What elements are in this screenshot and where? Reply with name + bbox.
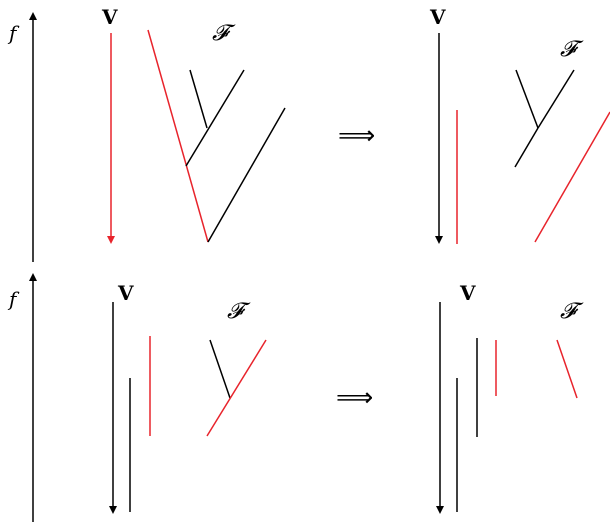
f-label-bottom: f <box>7 287 20 311</box>
v-label-bottom-right: V <box>459 281 476 305</box>
v-label-top-right: V <box>429 5 446 29</box>
red-diagonal-top-right <box>534 111 610 243</box>
tree-root-branch <box>207 107 286 243</box>
implies-arrow-bottom: ⟹ <box>336 383 373 413</box>
v-label-bottom-left: V <box>117 281 134 305</box>
y-fork-black-bottom <box>209 339 231 399</box>
red-diagonal-bottom-left <box>206 339 267 437</box>
red-diagonal-bottom-right <box>556 339 578 399</box>
tree-red-branch <box>147 29 209 243</box>
implies-arrow-top: ⟹ <box>338 121 375 151</box>
tree-small-branch <box>189 69 208 129</box>
top-row: f V 𝓕 ⟹ V 𝓕 <box>7 5 610 262</box>
bottom-row: f V 𝓕 ⟹ V 𝓕 <box>7 273 584 522</box>
tree-mid-branch <box>185 69 245 167</box>
y-fork-left <box>515 69 539 129</box>
y-fork-right <box>537 69 575 129</box>
f-script-label-top-right: 𝓕 <box>560 37 584 62</box>
y-stem <box>514 127 539 168</box>
f-script-label-bottom-right: 𝓕 <box>560 299 584 324</box>
f-script-label-bottom-left: 𝓕 <box>227 299 251 324</box>
v-label-top-left: V <box>101 5 118 29</box>
f-script-label-top-left: 𝓕 <box>212 21 236 46</box>
f-label-top: f <box>7 21 20 45</box>
